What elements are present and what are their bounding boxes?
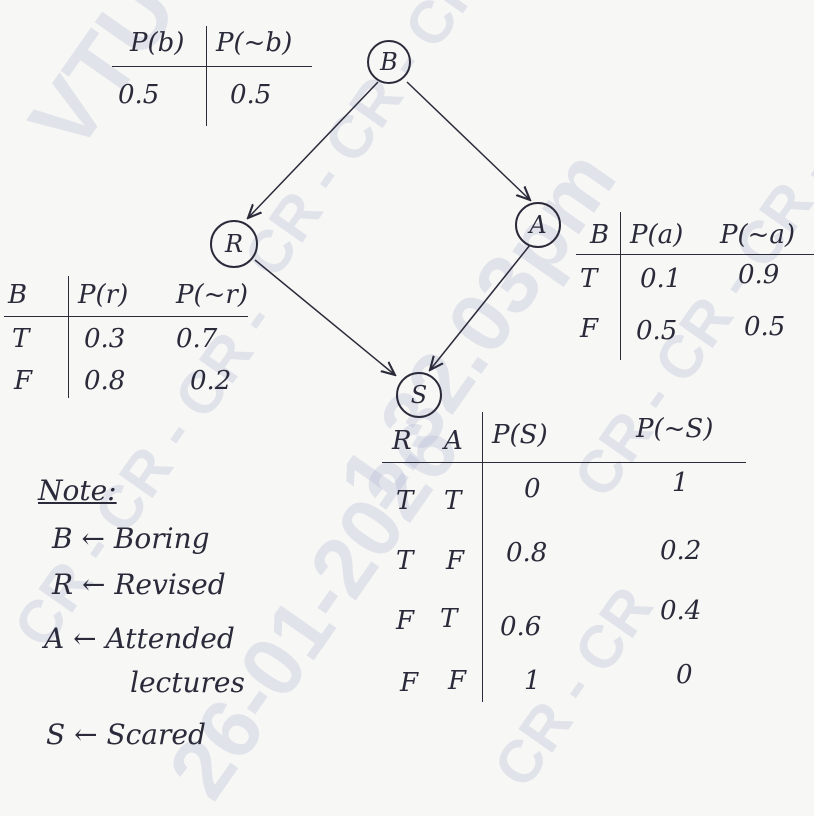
header-p-not-s: P(~S): [636, 414, 714, 444]
cell-s-pnots-2: 0.2: [660, 536, 702, 566]
cell-r-p-t: 0.3: [84, 324, 126, 354]
header-p-a: P(a): [630, 220, 684, 250]
cell-s-pnots-1: 1: [672, 468, 689, 498]
edge-a-s: [430, 244, 531, 370]
note-title: Note:: [38, 474, 117, 507]
table-a-header-rule: [576, 254, 814, 255]
note-line-boring: B ← Boring: [52, 522, 210, 555]
header-p-b: P(b): [130, 28, 185, 58]
header-p-not-r: P(~r): [176, 280, 248, 310]
table-b-divider: [206, 26, 207, 126]
header-r-b: B: [8, 280, 28, 310]
cell-p-b: 0.5: [118, 80, 160, 110]
cell-s-a-1: T: [444, 486, 462, 516]
note-line-revised: R ← Revised: [52, 568, 226, 601]
table-r-divider: [68, 276, 69, 398]
table-r-header-rule: [4, 316, 248, 317]
edge-b-r: [248, 81, 379, 218]
table-s-divider: [482, 412, 483, 702]
cell-r-p-f: 0.8: [84, 366, 126, 396]
cell-s-ps-2: 0.8: [506, 538, 548, 568]
cell-r-b-t: T: [12, 324, 30, 354]
cell-s-r-4: F: [400, 668, 419, 698]
cell-a-b-f: F: [580, 314, 599, 344]
cell-s-r-1: T: [396, 486, 414, 516]
cell-s-pnots-3: 0.4: [660, 596, 702, 626]
header-p-r: P(r): [78, 280, 129, 310]
cell-s-a-2: F: [446, 546, 465, 576]
cell-s-ps-4: 1: [524, 666, 541, 696]
note-line-scared: S ← Scared: [46, 718, 206, 751]
header-p-s: P(S): [492, 420, 548, 450]
edge-b-a: [406, 81, 530, 200]
cell-p-not-b: 0.5: [230, 80, 272, 110]
cell-a-p-t: 0.1: [640, 264, 682, 294]
cell-a-pnot-f: 0.5: [744, 312, 786, 342]
header-s-a: A: [444, 426, 463, 456]
table-s-header-rule: [382, 462, 746, 463]
header-p-not-b: P(~b): [216, 28, 293, 58]
cell-s-r-2: T: [396, 546, 414, 576]
note-line-lectures: lectures: [130, 666, 245, 699]
note-line-attended: A ← Attended: [44, 622, 235, 655]
cell-s-a-3: T: [440, 604, 458, 634]
header-p-not-a: P(~a): [720, 220, 796, 250]
edge-r-s: [254, 259, 395, 375]
cell-r-pnot-t: 0.7: [176, 324, 218, 354]
cell-a-b-t: T: [580, 264, 598, 294]
node-b-boring: B: [367, 40, 411, 84]
cell-a-p-f: 0.5: [636, 316, 678, 346]
cell-s-ps-3: 0.6: [500, 612, 542, 642]
network-edges: [0, 81, 814, 760]
cell-s-ps-1: 0: [524, 474, 541, 504]
cell-r-b-f: F: [14, 366, 33, 396]
cell-s-pnots-4: 0: [676, 660, 693, 690]
node-s-scared: S: [396, 372, 442, 418]
node-r-revised: R: [210, 220, 258, 268]
table-b-header-rule: [112, 66, 312, 67]
header-a-b: B: [590, 220, 610, 250]
cell-s-r-3: F: [396, 606, 415, 636]
node-a-attended: A: [515, 202, 561, 248]
cell-a-pnot-t: 0.9: [738, 260, 780, 290]
table-a-divider: [620, 212, 621, 360]
header-s-r: R: [392, 426, 412, 456]
cell-r-pnot-f: 0.2: [190, 366, 232, 396]
cell-s-a-4: F: [448, 666, 467, 696]
